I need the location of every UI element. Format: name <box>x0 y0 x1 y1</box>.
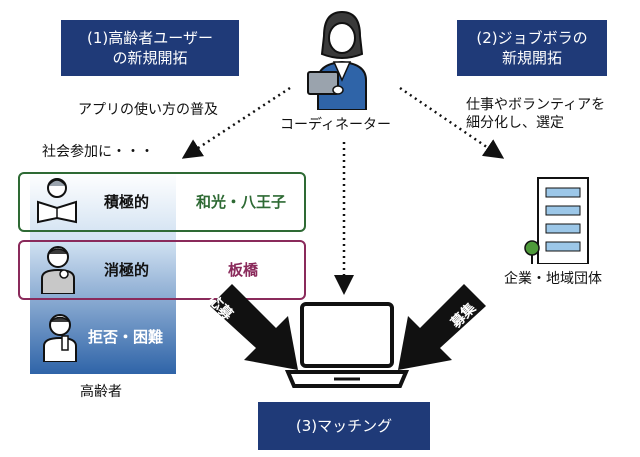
volunteer-acquisition-line2: 新規開拓 <box>501 49 562 67</box>
work-breakdown-note-line2: 細分化し、選定 <box>466 115 564 131</box>
row-active-level: 積極的 <box>104 193 150 211</box>
row-passive-level: 消極的 <box>104 261 150 279</box>
volunteer-acquisition-line1: (2)ジョブボラの <box>476 29 588 47</box>
elderly-acquisition-box: (1)高齢者ユーザー の新規開拓 <box>61 20 239 76</box>
row-refusing-level: 拒否・困難 <box>88 328 164 346</box>
laptop-icon <box>284 302 410 388</box>
coordinator-label: コーディネーター <box>280 117 392 133</box>
row-active-box <box>18 172 306 232</box>
dotted-arrow-to-company <box>399 86 505 159</box>
refusing-elderly-icon <box>43 314 77 362</box>
row-active-area: 和光・八王子 <box>196 193 287 211</box>
coordinator-person-icon <box>307 10 367 110</box>
row-passive-box <box>18 240 306 300</box>
office-building-icon <box>524 177 589 264</box>
apply-arrow-icon <box>210 284 298 370</box>
volunteer-acquisition-box: (2)ジョブボラの 新規開拓 <box>457 20 607 76</box>
dotted-arrow-to-elderly <box>181 86 291 159</box>
row-passive-area: 板橋 <box>228 261 259 279</box>
elderly-caption: 高齢者 <box>80 384 122 400</box>
matching-label: (3)マッチング <box>295 417 393 435</box>
reading-elderly-icon <box>37 178 77 224</box>
app-usage-note: アプリの使い方の普及 <box>78 102 218 118</box>
elderly-acquisition-line1: (1)高齢者ユーザー <box>87 29 213 47</box>
elderly-acquisition-line2: の新規開拓 <box>112 49 188 67</box>
work-breakdown-note-line1: 仕事やボランティアを <box>466 97 606 113</box>
company-label: 企業・地域団体 <box>504 271 602 287</box>
recruit-arrow-icon <box>398 284 486 370</box>
thinking-elderly-icon <box>41 246 75 294</box>
social-participation-note: 社会参加に・・・ <box>42 144 154 160</box>
matching-box: (3)マッチング <box>258 402 430 450</box>
